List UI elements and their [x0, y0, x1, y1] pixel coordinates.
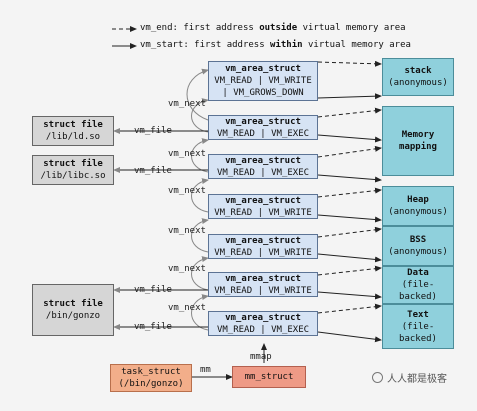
- vm-start-arrows: [317, 93, 382, 343]
- vm-file-label: vm_file: [134, 285, 172, 295]
- legend-vm-end: vm_end: first address outside virtual me…: [140, 23, 406, 33]
- vm-next-label: vm_next: [168, 303, 206, 313]
- mmap-label: mmap: [250, 352, 272, 362]
- vm-end-arrows: [317, 60, 382, 314]
- area-heap: Heap (anonymous): [382, 186, 454, 226]
- vm-next-label: vm_next: [168, 264, 206, 274]
- area-text: Text (file- backed): [382, 304, 454, 349]
- vm-next-label: vm_next: [168, 99, 206, 109]
- vma-text: vm_area_struct VM_READ | VM_EXEC: [208, 311, 318, 336]
- area-data: Data (file- backed): [382, 266, 454, 304]
- watermark: 人人都是极客: [372, 370, 447, 385]
- area-stack: stack (anonymous): [382, 58, 454, 96]
- vm-file-label: vm_file: [134, 166, 172, 176]
- watermark-text: 人人都是极客: [387, 374, 447, 385]
- area-bss: BSS (anonymous): [382, 226, 454, 266]
- vma-bss: vm_area_struct VM_READ | VM_WRITE: [208, 234, 318, 259]
- vm-file-label: vm_file: [134, 126, 172, 136]
- file-libc-so: struct file /lib/libc.so: [32, 155, 114, 185]
- vm-next-label: vm_next: [168, 149, 206, 159]
- task-struct-box: task_struct (/bin/gonzo): [110, 364, 192, 392]
- legend-vm-start: vm_start: first address within virtual m…: [140, 40, 411, 50]
- vm-file-arrows: [113, 128, 208, 330]
- vma-heap: vm_area_struct VM_READ | VM_WRITE: [208, 194, 318, 219]
- vma-ld: vm_area_struct VM_READ | VM_EXEC: [208, 115, 318, 140]
- watermark-logo-icon: [372, 372, 383, 383]
- file-ld-so: struct file /lib/ld.so: [32, 116, 114, 146]
- vm-next-label: vm_next: [168, 226, 206, 236]
- vm-file-label: vm_file: [134, 322, 172, 332]
- vma-libc: vm_area_struct VM_READ | VM_EXEC: [208, 154, 318, 179]
- mm-label: mm: [200, 365, 211, 375]
- vm-next-arrows: [186, 68, 209, 331]
- file-bin-gonzo: struct file /bin/gonzo: [32, 284, 114, 336]
- vma-stack: vm_area_struct VM_READ | VM_WRITE | VM_G…: [208, 61, 318, 101]
- vma-data: vm_area_struct VM_READ | VM_WRITE: [208, 272, 318, 297]
- area-memory-mapping: Memory mapping: [382, 106, 454, 176]
- mm-struct-box: mm_struct: [232, 366, 306, 388]
- vm-next-label: vm_next: [168, 186, 206, 196]
